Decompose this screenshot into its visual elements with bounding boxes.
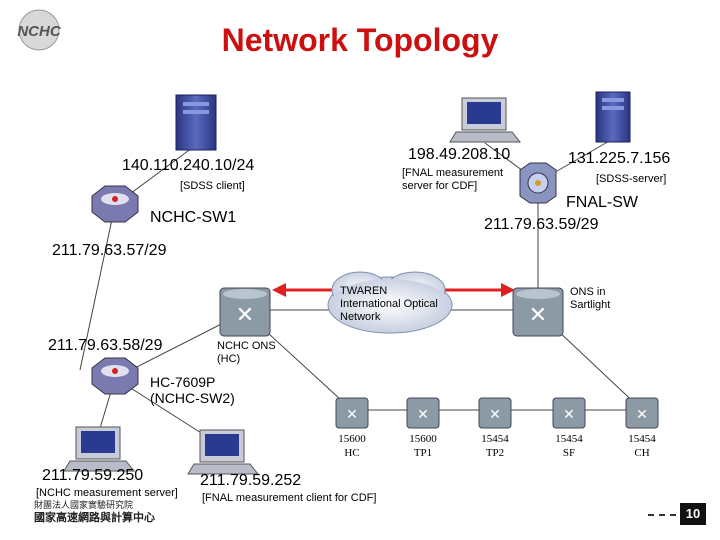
ring-node-model: 15600: [338, 433, 366, 445]
ring-router-tp2-icon: ✕: [478, 397, 512, 429]
ring-node-site: HC: [344, 447, 360, 459]
ring-router-hc-icon: ✕: [335, 397, 369, 429]
slide-number: 10: [680, 503, 706, 525]
svg-text:✕: ✕: [417, 407, 429, 423]
fnal-client-ip: 211.79.59.252: [200, 472, 302, 489]
svg-text:✕: ✕: [529, 303, 547, 328]
ring-node-model: 15454: [555, 433, 583, 445]
footer-org-line2: 國家高速網路與計算中心: [34, 511, 155, 524]
sdss-server-label: [SDSS-server]: [596, 173, 667, 185]
fnal-server-ip: 198.49.208.10: [408, 146, 511, 163]
ring-node-tp1-label: 15600 TP1: [405, 432, 441, 460]
fnal-server-label: [FNAL measurement server for CDF]: [402, 167, 504, 192]
ring-node-tp2-label: 15454 TP2: [477, 432, 513, 460]
ring-node-site: TP1: [413, 447, 433, 459]
ring-router-sf-icon: ✕: [552, 397, 586, 429]
ring-node-sf-label: 15454 SF: [551, 432, 587, 460]
nchc-sw1-label: NCHC-SW1: [150, 209, 237, 226]
ring-node-model: 15600: [409, 433, 437, 445]
switch-nchc-sw1-icon: [91, 185, 139, 223]
svg-text:✕: ✕: [489, 407, 501, 423]
fnal-sw-ip: 211.79.63.59/29: [484, 216, 599, 233]
footer-org: 財團法人國家實驗研究院 國家高速網路與計算中心: [34, 500, 155, 524]
ons-router-sartlight-icon: ✕: [512, 287, 564, 337]
footer-org-line1: 財團法人國家實驗研究院: [34, 501, 134, 511]
fnal-client-label: [FNAL measurement client for CDF]: [202, 492, 377, 504]
ring-node-model: 15454: [628, 433, 656, 445]
svg-text:✕: ✕: [563, 407, 575, 423]
switch-fnal-sw-icon: [519, 162, 557, 204]
twaren-cloud-icon: [327, 271, 453, 334]
twaren-label: TWAREN International Optical Network: [340, 285, 438, 323]
ring-node-site: SF: [562, 447, 576, 459]
switch-hc7609-icon: [91, 357, 139, 395]
workstation-fnal-server-icon: [449, 97, 522, 143]
sdss-server-ip: 131.225.7.156: [568, 150, 671, 167]
server-tower-sdss-server-icon: [595, 91, 631, 143]
ring-router-tp1-icon: ✕: [406, 397, 440, 429]
svg-text:✕: ✕: [236, 303, 254, 328]
ring-node-ch-label: 15454 CH: [624, 432, 660, 460]
nchc-client-ip: 211.79.59.250: [42, 467, 144, 484]
nchc-logo: NCHC: [8, 8, 70, 57]
link-sw1-sw2: [79, 204, 116, 371]
fnal-sw-label: FNAL-SW: [566, 194, 638, 211]
workstation-nchc-client-icon: [63, 426, 136, 472]
ring-node-site: TP2: [485, 447, 505, 459]
workstation-fnal-client-icon: [187, 429, 260, 475]
svg-text:✕: ✕: [636, 407, 648, 423]
nchc-client-label: [NCHC measurement server]: [36, 487, 178, 499]
page-title: Network Topology: [221, 22, 499, 58]
logo-text: NCHC: [17, 23, 61, 40]
hc7609-label: HC-7609P (NCHC-SW2): [150, 374, 235, 406]
sdss-client-label: [SDSS client]: [180, 180, 245, 192]
ons-sartlight-label: ONS in Sartlight: [570, 286, 611, 311]
svg-text:✕: ✕: [346, 407, 358, 423]
sw2-ip: 211.79.63.58/29: [48, 337, 163, 354]
footer-divider: [648, 514, 676, 516]
server-tower-sdss-client-icon: [175, 94, 217, 151]
ring-router-ch-icon: ✕: [625, 397, 659, 429]
ring-node-site: CH: [634, 447, 650, 459]
ons-router-hc-icon: ✕: [219, 287, 271, 337]
ring-node-model: 15454: [481, 433, 509, 445]
nchc-sw1-ip: 211.79.63.57/29: [52, 242, 167, 259]
nchc-ons-label: NCHC ONS (HC): [217, 340, 276, 365]
sdss-client-ip: 140.110.240.10/24: [122, 157, 255, 174]
ring-node-hc-label: 15600 HC: [334, 432, 370, 460]
